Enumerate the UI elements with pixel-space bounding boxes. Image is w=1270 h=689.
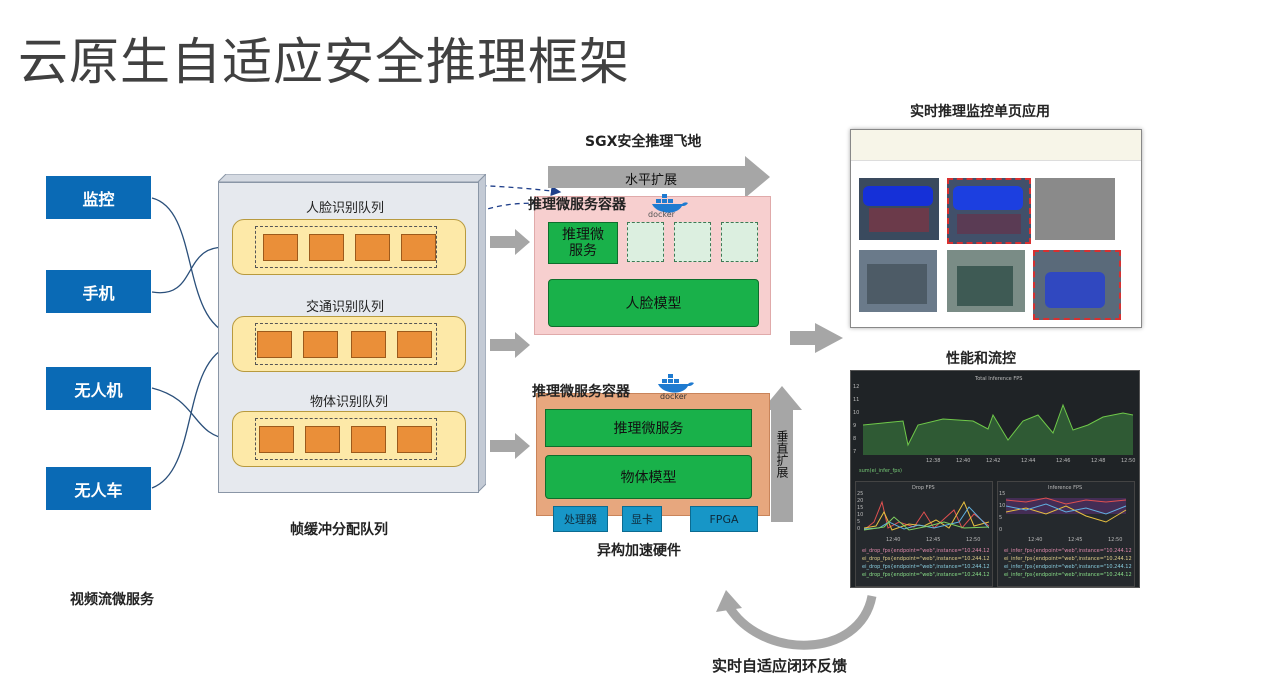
inference-service-box: 推理微 服务: [548, 222, 618, 264]
connector-phone: [151, 241, 234, 294]
video-tile: [859, 250, 937, 312]
docker-text: docker: [648, 210, 675, 219]
flow-arrow-3: [490, 433, 530, 459]
queue-face: [232, 219, 466, 275]
video-tile: [1035, 178, 1115, 240]
hardware-gpu: 显卡: [622, 506, 662, 532]
video-stream-label: 视频流微服务: [70, 592, 154, 608]
container-title-face: 推理微服务容器: [528, 197, 626, 213]
flow-arrow-2: [490, 332, 530, 358]
frame-slot: [351, 331, 386, 358]
drop-fps-legend: ei_drop_fps{endpoint="web",instance="10.…: [862, 548, 990, 578]
video-tile: [859, 178, 939, 240]
inference-fps-lines: [1006, 497, 1127, 523]
flow-arrow-1: [490, 229, 530, 255]
dash-top-legend: sum(ei_infer_fps): [859, 468, 903, 474]
queue-traffic: [232, 316, 466, 372]
inference-fps-panel: Inference FPS 15 10 5 0 12:40 12:45 12:5…: [997, 481, 1135, 587]
source-phone: 手机: [46, 270, 151, 313]
source-monitor: 监控: [46, 176, 151, 219]
feedback-loop-label: 实时自适应闭环反馈: [712, 657, 848, 675]
hetero-hardware-label: 异构加速硬件: [597, 543, 681, 559]
frame-slot: [303, 331, 338, 358]
queue-label-traffic: 交通识别队列: [306, 300, 385, 315]
queue-label-object: 物体识别队列: [310, 395, 389, 410]
monitor-app-label: 实时推理监控单页应用: [910, 104, 1050, 120]
replica-placeholder: [674, 222, 711, 262]
monitor-app-screenshot: [850, 129, 1142, 328]
page-title: 云原生自适应安全推理框架: [18, 33, 630, 91]
hardware-cpu: 处理器: [553, 506, 608, 532]
docker-icon: [650, 193, 690, 223]
drop-fps-lines: [864, 500, 989, 531]
replica-placeholder: [627, 222, 664, 262]
drop-fps-panel: Drop FPS 25 20 15 10 5 0 12:40 12:45 12:…: [855, 481, 993, 587]
frame-slot: [401, 234, 436, 261]
video-tile: [947, 178, 1031, 244]
frame-buffer-label: 帧缓冲分配队列: [290, 522, 388, 538]
dash-top-title: Total Inference FPS: [975, 376, 1023, 382]
frame-slot: [397, 331, 432, 358]
frame-slot: [355, 234, 390, 261]
queue-label-face: 人脸识别队列: [306, 201, 385, 216]
docker-text: docker: [660, 392, 687, 401]
hardware-fpga: FPGA: [690, 506, 758, 532]
source-car: 无人车: [46, 467, 151, 510]
replica-placeholder: [721, 222, 758, 262]
docker-icon: [656, 373, 696, 403]
connector-car: [151, 342, 234, 489]
total-fps-line: [863, 403, 1133, 455]
sgx-enclave-label: SGX安全推理飞地: [585, 134, 702, 150]
queue-object: [232, 411, 466, 467]
frame-slot: [397, 426, 432, 453]
flow-arrow-output: [790, 323, 843, 353]
horizontal-scale-arrow: [548, 156, 770, 198]
horizontal-scale-label: 水平扩展: [625, 173, 678, 188]
face-model-box: 人脸模型: [548, 279, 759, 327]
vertical-scale-label: 垂直扩展: [775, 430, 789, 478]
frame-slot: [257, 331, 292, 358]
frame-slot: [309, 234, 344, 261]
container-title-object: 推理微服务容器: [532, 384, 630, 400]
perf-label: 性能和流控: [946, 351, 1016, 367]
inference-fps-legend: ei_infer_fps{endpoint="web",instance="10…: [1004, 548, 1132, 578]
frame-slot: [305, 426, 340, 453]
perf-dashboard: Total Inference FPS 12 11 10 9 8 7 12:38…: [850, 370, 1140, 588]
object-model-box: 物体模型: [545, 455, 752, 499]
video-tile: [1033, 250, 1121, 320]
source-drone: 无人机: [46, 367, 151, 410]
frame-slot: [351, 426, 386, 453]
inference-service-box-object: 推理微服务: [545, 409, 752, 447]
connector-monitor: [151, 197, 234, 338]
video-tile: [947, 250, 1025, 312]
feedback-loop-arrow: [724, 594, 877, 650]
frame-slot: [263, 234, 298, 261]
frame-slot: [259, 426, 294, 453]
vertical-scale-arrow: [762, 386, 802, 522]
